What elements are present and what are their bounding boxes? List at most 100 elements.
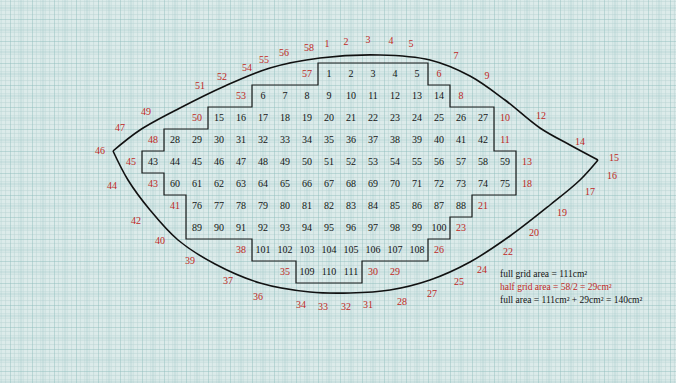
outline-number: 49 bbox=[141, 107, 151, 117]
outline-number: 40 bbox=[155, 236, 165, 246]
grid-number: 68 bbox=[346, 179, 356, 189]
outline-number: 16 bbox=[607, 171, 617, 181]
grid-number: 101 bbox=[256, 245, 271, 255]
grid-number: 67 bbox=[324, 179, 334, 189]
grid-number: 88 bbox=[456, 201, 466, 211]
grid-number: 57 bbox=[456, 157, 466, 167]
grid-number: 63 bbox=[236, 179, 246, 189]
outline-number: 55 bbox=[259, 55, 269, 65]
grid-number: 79 bbox=[258, 201, 268, 211]
outline-number: 12 bbox=[536, 111, 546, 121]
outline-number: 8 bbox=[459, 91, 464, 101]
outline-number: 27 bbox=[427, 289, 437, 299]
outline-number: 48 bbox=[148, 135, 158, 145]
grid-number: 80 bbox=[280, 201, 290, 211]
grid-number: 34 bbox=[302, 135, 312, 145]
outline-number: 5 bbox=[409, 39, 414, 49]
grid-number: 83 bbox=[346, 201, 356, 211]
grid-number: 12 bbox=[390, 91, 400, 101]
grid-number: 39 bbox=[412, 135, 422, 145]
grid-number: 82 bbox=[324, 201, 334, 211]
grid-number: 107 bbox=[388, 245, 403, 255]
grid-outline bbox=[142, 63, 516, 283]
outline-number: 23 bbox=[456, 223, 466, 233]
grid-number: 55 bbox=[412, 157, 422, 167]
grid-number: 104 bbox=[322, 245, 337, 255]
outline-number: 2 bbox=[344, 37, 349, 47]
grid-number: 62 bbox=[214, 179, 224, 189]
grid-number: 96 bbox=[346, 223, 356, 233]
outline-number: 3 bbox=[366, 35, 371, 45]
outline-number: 52 bbox=[217, 72, 227, 82]
grid-number: 70 bbox=[390, 179, 400, 189]
grid-number: 65 bbox=[280, 179, 290, 189]
outline-number: 56 bbox=[279, 48, 289, 58]
grid-number: 102 bbox=[278, 245, 293, 255]
grid-number: 24 bbox=[412, 113, 422, 123]
outline-number: 38 bbox=[236, 245, 246, 255]
grid-number: 111 bbox=[344, 267, 358, 277]
grid-number: 1 bbox=[327, 69, 332, 79]
grid-number: 76 bbox=[192, 201, 202, 211]
grid-number: 94 bbox=[302, 223, 312, 233]
grid-number: 108 bbox=[410, 245, 425, 255]
leaf-outline bbox=[113, 55, 598, 160]
grid-number: 97 bbox=[368, 223, 378, 233]
grid-number: 100 bbox=[432, 223, 447, 233]
outline-number: 34 bbox=[296, 300, 306, 310]
grid-number: 93 bbox=[280, 223, 290, 233]
grid-number: 71 bbox=[412, 179, 422, 189]
grid-number: 74 bbox=[478, 179, 488, 189]
outline-number: 14 bbox=[575, 137, 585, 147]
grid-number: 77 bbox=[214, 201, 224, 211]
grid-number: 85 bbox=[390, 201, 400, 211]
grid-number: 33 bbox=[280, 135, 290, 145]
grid-number: 69 bbox=[368, 179, 378, 189]
grid-number: 53 bbox=[368, 157, 378, 167]
grid-number: 21 bbox=[346, 113, 356, 123]
grid-number: 20 bbox=[324, 113, 334, 123]
grid-number: 23 bbox=[390, 113, 400, 123]
outline-number: 22 bbox=[503, 247, 513, 257]
grid-number: 37 bbox=[368, 135, 378, 145]
grid-number: 44 bbox=[170, 157, 180, 167]
outline-number: 37 bbox=[223, 276, 233, 286]
grid-number: 14 bbox=[434, 91, 444, 101]
outline-number: 53 bbox=[236, 91, 246, 101]
grid-number: 8 bbox=[305, 91, 310, 101]
area-note: half grid area = 58/2 = 29cm² bbox=[500, 283, 612, 293]
grid-number: 66 bbox=[302, 179, 312, 189]
outline-number: 18 bbox=[522, 179, 532, 189]
area-note: full area = 111cm² + 29cm² = 140cm² bbox=[500, 296, 642, 306]
grid-number: 105 bbox=[344, 245, 359, 255]
outline-number: 41 bbox=[170, 201, 180, 211]
outline-number: 44 bbox=[107, 181, 117, 191]
grid-number: 43 bbox=[148, 157, 158, 167]
grid-number: 92 bbox=[258, 223, 268, 233]
grid-number: 11 bbox=[368, 91, 378, 101]
outline-number: 32 bbox=[341, 302, 351, 312]
outline-number: 24 bbox=[477, 265, 487, 275]
outline-number: 57 bbox=[302, 69, 312, 79]
grid-number: 25 bbox=[434, 113, 444, 123]
outline-number: 42 bbox=[131, 216, 141, 226]
grid-number: 6 bbox=[261, 91, 266, 101]
grid-number: 90 bbox=[214, 223, 224, 233]
grid-number: 38 bbox=[390, 135, 400, 145]
outline-number: 26 bbox=[434, 245, 444, 255]
grid-number: 47 bbox=[236, 157, 246, 167]
grid-number: 40 bbox=[434, 135, 444, 145]
grid-number: 84 bbox=[368, 201, 378, 211]
outline-number: 58 bbox=[304, 43, 314, 53]
grid-number: 31 bbox=[236, 135, 246, 145]
outline-number: 47 bbox=[115, 123, 125, 133]
area-note: full grid area = 111cm² bbox=[500, 270, 587, 280]
grid-number: 89 bbox=[192, 223, 202, 233]
grid-number: 99 bbox=[412, 223, 422, 233]
grid-number: 10 bbox=[346, 91, 356, 101]
grid-number: 50 bbox=[302, 157, 312, 167]
grid-number: 60 bbox=[170, 179, 180, 189]
outline-number: 6 bbox=[437, 69, 442, 79]
grid-number: 72 bbox=[434, 179, 444, 189]
grid-number: 58 bbox=[478, 157, 488, 167]
